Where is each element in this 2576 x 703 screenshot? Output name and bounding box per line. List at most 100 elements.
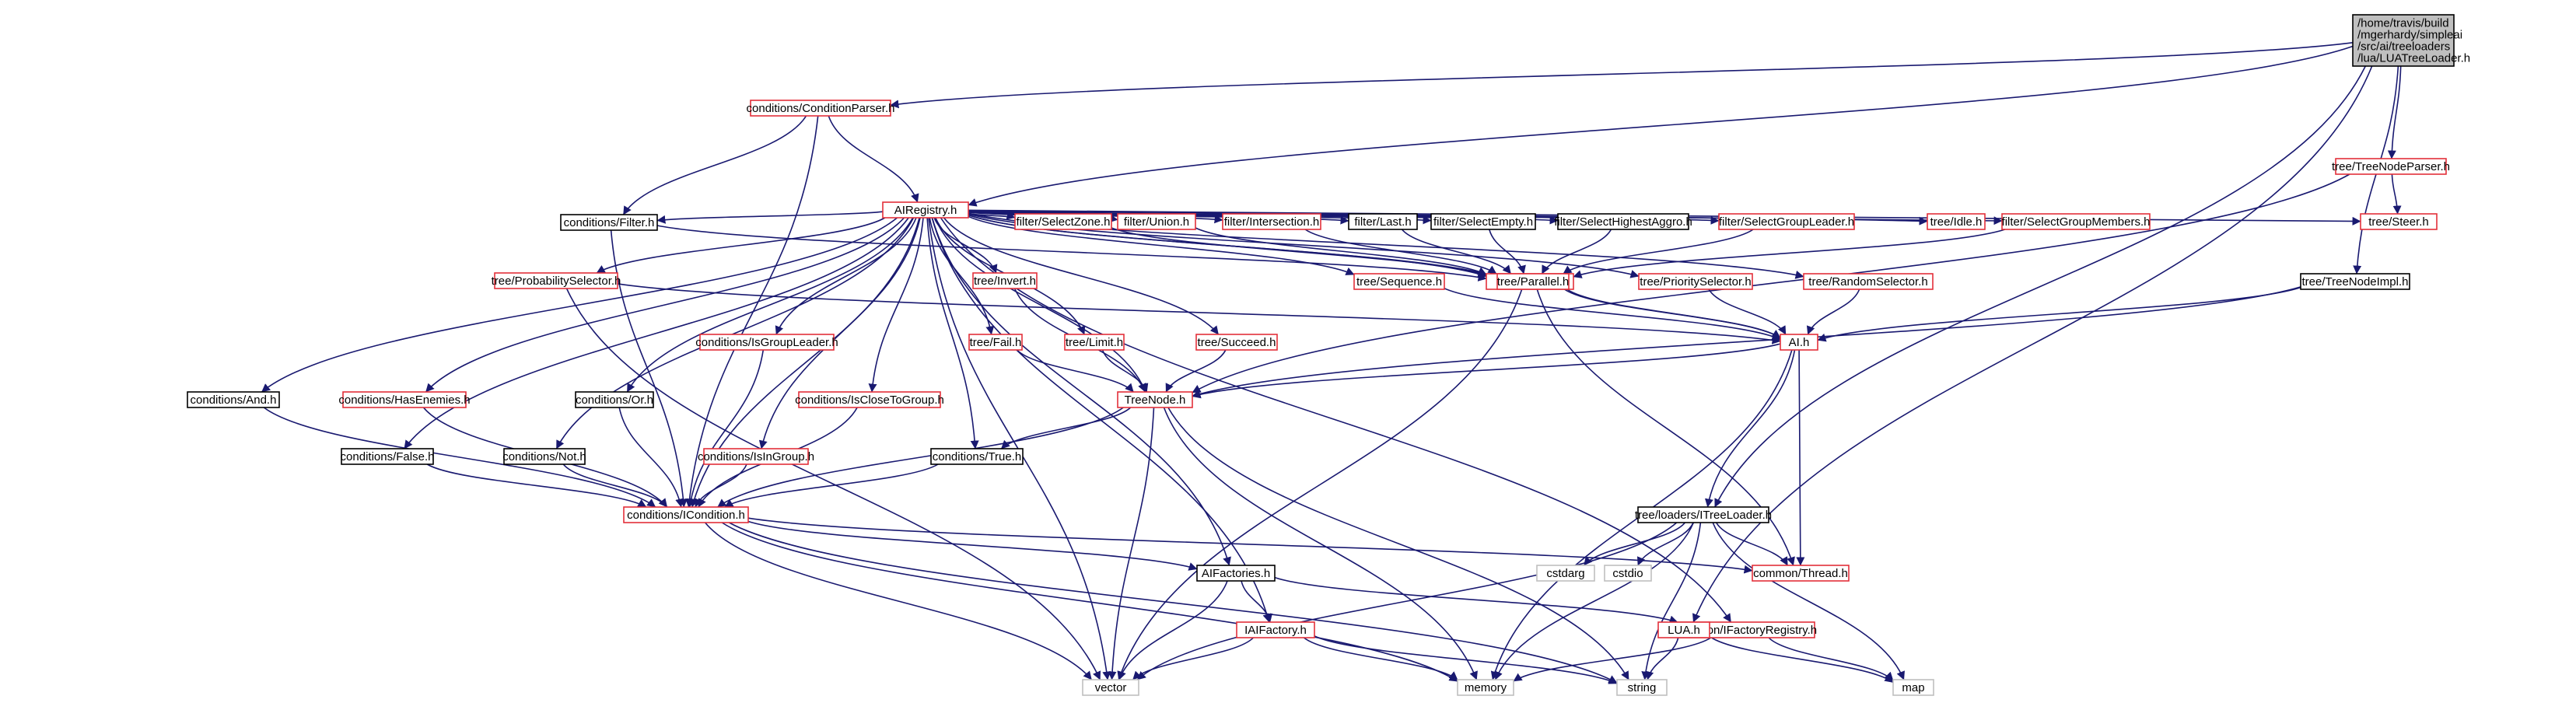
node-or[interactable]: conditions/Or.h: [575, 391, 654, 408]
edge-union-to-ifilter: [1195, 227, 1487, 275]
node-treenode[interactable]: TreeNode.h: [1117, 391, 1193, 408]
node-and-box: [187, 391, 280, 408]
node-isclose[interactable]: conditions/IsCloseToGroup.h: [795, 391, 944, 408]
edge-randsel-to-ai: [1806, 289, 1860, 335]
node-true[interactable]: conditions/True.h: [930, 448, 1024, 465]
edge-true-to-icondition: [724, 463, 939, 508]
node-parallel[interactable]: tree/Parallel.h: [1496, 273, 1570, 290]
node-probsel-box: [494, 272, 618, 289]
node-airegistry[interactable]: AIRegistry.h: [882, 201, 969, 219]
node-and[interactable]: conditions/And.h: [187, 391, 280, 408]
node-treenodeimpl-box: [2300, 273, 2410, 290]
node-itreeloader[interactable]: tree/loaders/ITreeLoader.h: [1635, 506, 1772, 523]
edge-airegistry-to-sequence: [968, 215, 1355, 275]
edge-itreeloader-to-cstdio: [1637, 522, 1694, 566]
node-root-label: /src/ai/treeloaders: [2357, 40, 2450, 54]
node-selgl[interactable]: filter/SelectGroupLeader.h: [1718, 213, 1855, 230]
edge-airegistry-to-or: [626, 217, 914, 393]
edge-not-to-icondition: [562, 463, 668, 508]
node-invert-box: [972, 272, 1038, 289]
edge-limit-to-treenode: [1101, 349, 1149, 393]
node-selgm-box: [2001, 213, 2151, 230]
node-memory: memory: [1457, 679, 1514, 696]
node-ifactoryreg-label: common/IFactoryRegistry.h: [1675, 624, 1817, 637]
node-selempty[interactable]: filter/SelectEmpty.h: [1430, 213, 1536, 230]
node-isgroupleader[interactable]: conditions/IsGroupLeader.h: [695, 334, 838, 351]
node-map-label: map: [1902, 681, 1924, 694]
node-treenodeimpl-label: tree/TreeNodeImpl.h: [2301, 275, 2408, 289]
node-lua-label: LUA.h: [1668, 624, 1700, 637]
node-selzone[interactable]: filter/SelectZone.h: [1014, 213, 1112, 230]
edge-selgm-to-ifilter: [1573, 229, 2006, 278]
node-hasenemies[interactable]: conditions/HasEnemies.h: [338, 391, 471, 408]
node-map-box: [1892, 679, 1934, 696]
node-iaifactory[interactable]: IAIFactory.h: [1236, 621, 1315, 638]
edge-and-to-icondition: [263, 407, 656, 508]
node-sequence-label: tree/Sequence.h: [1356, 275, 1442, 289]
node-not[interactable]: conditions/Not.h: [502, 448, 586, 465]
node-and-label: conditions/And.h: [191, 393, 277, 407]
edge-treenode-to-true: [1000, 407, 1132, 449]
node-prisel[interactable]: tree/PrioritySelector.h: [1638, 273, 1753, 290]
edge-succeed-to-treenode: [1165, 349, 1227, 393]
edge-itreeloader-to-memory: [1494, 522, 1695, 680]
node-or-label: conditions/Or.h: [576, 393, 653, 407]
edge-airegistry-to-not: [555, 217, 915, 449]
node-true-label: conditions/True.h: [933, 450, 1022, 463]
node-last[interactable]: filter/Last.h: [1348, 213, 1418, 230]
node-treenodeparser-box: [2335, 158, 2447, 175]
edge-treenode-to-vector: [1108, 407, 1155, 680]
node-selempty-box: [1430, 213, 1536, 230]
node-union[interactable]: filter/Union.h: [1117, 213, 1196, 230]
node-treenodeparser[interactable]: tree/TreeNodeParser.h: [2332, 158, 2450, 175]
node-invert[interactable]: tree/Invert.h: [972, 272, 1038, 289]
node-succeed[interactable]: tree/Succeed.h: [1195, 334, 1278, 351]
edge-airegistry-to-invert: [933, 217, 998, 274]
node-selhigh[interactable]: filter/SelectHighestAggro.h: [1554, 213, 1692, 230]
node-aifactories-label: AIFactories.h: [1202, 567, 1270, 580]
node-thread[interactable]: common/Thread.h: [1752, 565, 1850, 582]
node-not-box: [503, 448, 586, 465]
node-ai[interactable]: AI.h: [1780, 334, 1818, 351]
edge-root-to-itreeloader: [1714, 65, 2367, 508]
node-randsel-box: [1803, 273, 1934, 290]
node-false[interactable]: conditions/False.h: [341, 448, 435, 465]
edge-itreeloader-to-vector: [1136, 522, 1678, 680]
edge-aifactories-to-vector: [1118, 580, 1228, 680]
edge-root-to-airegistry: [968, 45, 2354, 207]
node-condparser[interactable]: conditions/ConditionParser.h: [747, 100, 895, 117]
node-probsel[interactable]: tree/ProbabilitySelector.h: [492, 272, 621, 289]
edge-lua-to-string: [1645, 637, 1679, 680]
node-ifactoryreg[interactable]: common/IFactoryRegistry.h: [1675, 621, 1817, 638]
node-sequence[interactable]: tree/Sequence.h: [1353, 273, 1445, 290]
node-selgm[interactable]: filter/SelectGroupMembers.h: [2001, 213, 2151, 230]
edge-ai-to-itreeloader: [1704, 349, 1796, 508]
edge-airegistry-to-isclose: [868, 217, 924, 393]
node-idle[interactable]: tree/Idle.h: [1927, 213, 1986, 230]
node-icondition[interactable]: conditions/ICondition.h: [623, 506, 749, 523]
node-root[interactable]: /home/travis/build/mgerhardy/simpleai/sr…: [2352, 14, 2470, 67]
node-string: string: [1616, 679, 1668, 696]
edge-fail-to-treenode: [1017, 349, 1134, 393]
node-lua[interactable]: LUA.h: [1657, 621, 1710, 638]
node-union-box: [1117, 213, 1196, 230]
node-limit[interactable]: tree/Limit.h: [1064, 334, 1125, 351]
node-root-label: /mgerhardy/simpleai: [2357, 29, 2462, 42]
node-aifactories[interactable]: AIFactories.h: [1196, 565, 1276, 582]
node-not-label: conditions/Not.h: [502, 450, 586, 463]
node-fail[interactable]: tree/Fail.h: [968, 334, 1023, 351]
node-thread-box: [1752, 565, 1850, 582]
node-steer[interactable]: tree/Steer.h: [2360, 213, 2438, 230]
node-selhigh-box: [1557, 213, 1689, 230]
edge-or-to-icondition: [618, 407, 684, 508]
node-treenodeimpl[interactable]: tree/TreeNodeImpl.h: [2300, 273, 2410, 290]
node-condparser-label: conditions/ConditionParser.h: [747, 102, 895, 115]
node-memory-label: memory: [1465, 681, 1507, 694]
node-isingroup[interactable]: conditions/IsInGroup.h: [698, 448, 814, 465]
node-intersection[interactable]: filter/Intersection.h: [1222, 213, 1321, 230]
node-cstdio-box: [1604, 565, 1652, 582]
node-condfilter[interactable]: conditions/Filter.h: [560, 214, 658, 231]
node-ai-label: AI.h: [1789, 336, 1810, 349]
node-randsel[interactable]: tree/RandomSelector.h: [1803, 273, 1934, 290]
node-sequence-box: [1353, 273, 1445, 290]
